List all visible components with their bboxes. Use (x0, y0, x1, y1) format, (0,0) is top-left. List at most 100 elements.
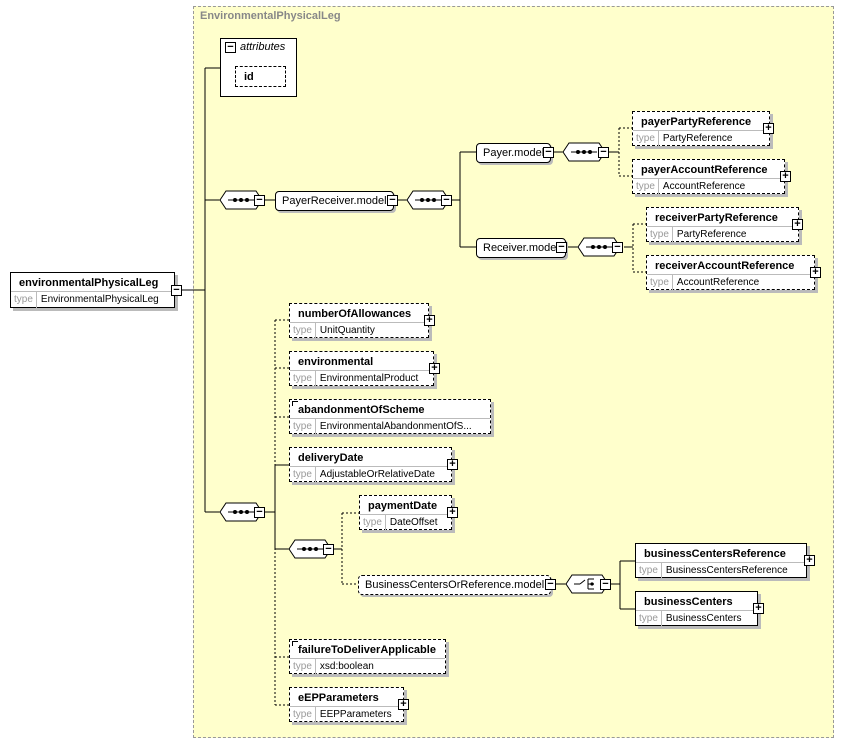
group-title: EnvironmentalPhysicalLeg (200, 10, 341, 22)
type-key: type (11, 292, 37, 308)
element-name: failureToDeliverApplicable (298, 644, 436, 656)
paymentDate-expand-button[interactable]: + (447, 507, 458, 518)
payerPartyReference-expand-button[interactable]: + (763, 123, 774, 134)
deliveryDate-expand-button[interactable]: + (447, 459, 458, 470)
numberOfAllowances-expand-button[interactable]: + (424, 315, 435, 326)
sequence-compositor-top (220, 190, 263, 210)
environmental-expand-button[interactable]: + (429, 363, 440, 374)
element-type: AccountReference (676, 277, 760, 288)
element-name: environmental (298, 356, 374, 368)
sequence-inner-collapse-button[interactable]: − (323, 544, 334, 555)
element-name: receiverAccountReference (655, 260, 795, 272)
element-type: xsd:boolean (319, 661, 374, 672)
eEPParameters-expand-button[interactable]: + (398, 699, 409, 710)
sequence-compositor-payer-receiver (407, 190, 450, 210)
element-type: DateOffset (389, 517, 438, 528)
sequence-payer-receiver-collapse-button[interactable]: − (441, 195, 452, 206)
element-type: EnvironmentalProduct (319, 373, 419, 384)
type-key: type (290, 467, 316, 483)
choice-collapse-button[interactable]: − (600, 579, 611, 590)
sequence-compositor-receiver (578, 237, 621, 257)
type-key: type (636, 563, 662, 579)
documentation-icon (292, 641, 298, 646)
type-key: type (290, 659, 316, 675)
element-type: AccountReference (662, 181, 746, 192)
element-name: businessCenters (644, 596, 733, 608)
element-type: BusinessCentersReference (665, 565, 788, 576)
element-name: payerPartyReference (641, 116, 752, 128)
element-type: EnvironmentalAbandonmentOfS... (319, 421, 472, 432)
element-name: businessCentersReference (644, 548, 786, 560)
payer-receiver-model[interactable]: PayerReceiver.model (275, 191, 394, 211)
type-key: type (647, 275, 673, 291)
receiver-model-collapse-button[interactable]: − (556, 242, 567, 253)
type-key: type (290, 323, 316, 339)
element-name: environmentalPhysicalLeg (19, 277, 159, 289)
type-key: type (633, 179, 659, 195)
sequence-bottom-collapse-button[interactable]: − (254, 507, 265, 518)
element-type: AdjustableOrRelativeDate (319, 469, 435, 480)
element-name: deliveryDate (298, 452, 364, 464)
sequence-receiver-collapse-button[interactable]: − (612, 242, 623, 253)
type-key: type (633, 131, 659, 147)
payer-model[interactable]: Payer.model (476, 143, 552, 163)
payer-receiver-collapse-button[interactable]: − (387, 195, 398, 206)
attributes-collapse-button[interactable]: − (225, 42, 236, 53)
business-centers-or-reference-model[interactable]: BusinessCentersOrReference.model (358, 575, 552, 595)
businessCenters-expand-button[interactable]: + (753, 603, 764, 614)
payer-model-collapse-button[interactable]: − (543, 147, 554, 158)
businessCentersReference-expand-button[interactable]: + (804, 555, 815, 566)
root-collapse-button[interactable]: − (171, 285, 182, 296)
id-attribute[interactable]: id (235, 66, 286, 87)
sequence-compositor-payer (563, 142, 606, 162)
receiverPartyReference-expand-button[interactable]: + (792, 219, 803, 230)
element-name: eEPParameters (298, 692, 379, 704)
attributes-title: attributes (240, 41, 286, 53)
sequence-compositor-inner (289, 539, 332, 559)
receiver-model[interactable]: Receiver.model (476, 238, 566, 258)
receiverAccountReference-expand-button[interactable]: + (810, 267, 821, 278)
element-type: EnvironmentalPhysicalLeg (40, 294, 159, 305)
type-key: type (290, 371, 316, 387)
element-type: EEPParameters (319, 709, 392, 720)
type-key: type (290, 419, 316, 435)
sequence-payer-collapse-button[interactable]: − (598, 147, 609, 158)
choice-compositor (566, 574, 609, 594)
element-type: PartyReference (662, 133, 733, 144)
sequence-top-collapse-button[interactable]: − (254, 195, 265, 206)
sequence-compositor-bottom (220, 502, 263, 522)
element-name: receiverPartyReference (655, 212, 778, 224)
business-centers-or-reference-collapse-button[interactable]: − (545, 579, 556, 590)
element-name: payerAccountReference (641, 164, 768, 176)
type-key: type (647, 227, 673, 243)
documentation-icon (292, 401, 298, 406)
element-name: numberOfAllowances (298, 308, 412, 320)
element-name: abandonmentOfScheme (298, 404, 425, 416)
payerAccountReference-expand-button[interactable]: + (780, 171, 791, 182)
element-type: BusinessCenters (665, 613, 742, 624)
